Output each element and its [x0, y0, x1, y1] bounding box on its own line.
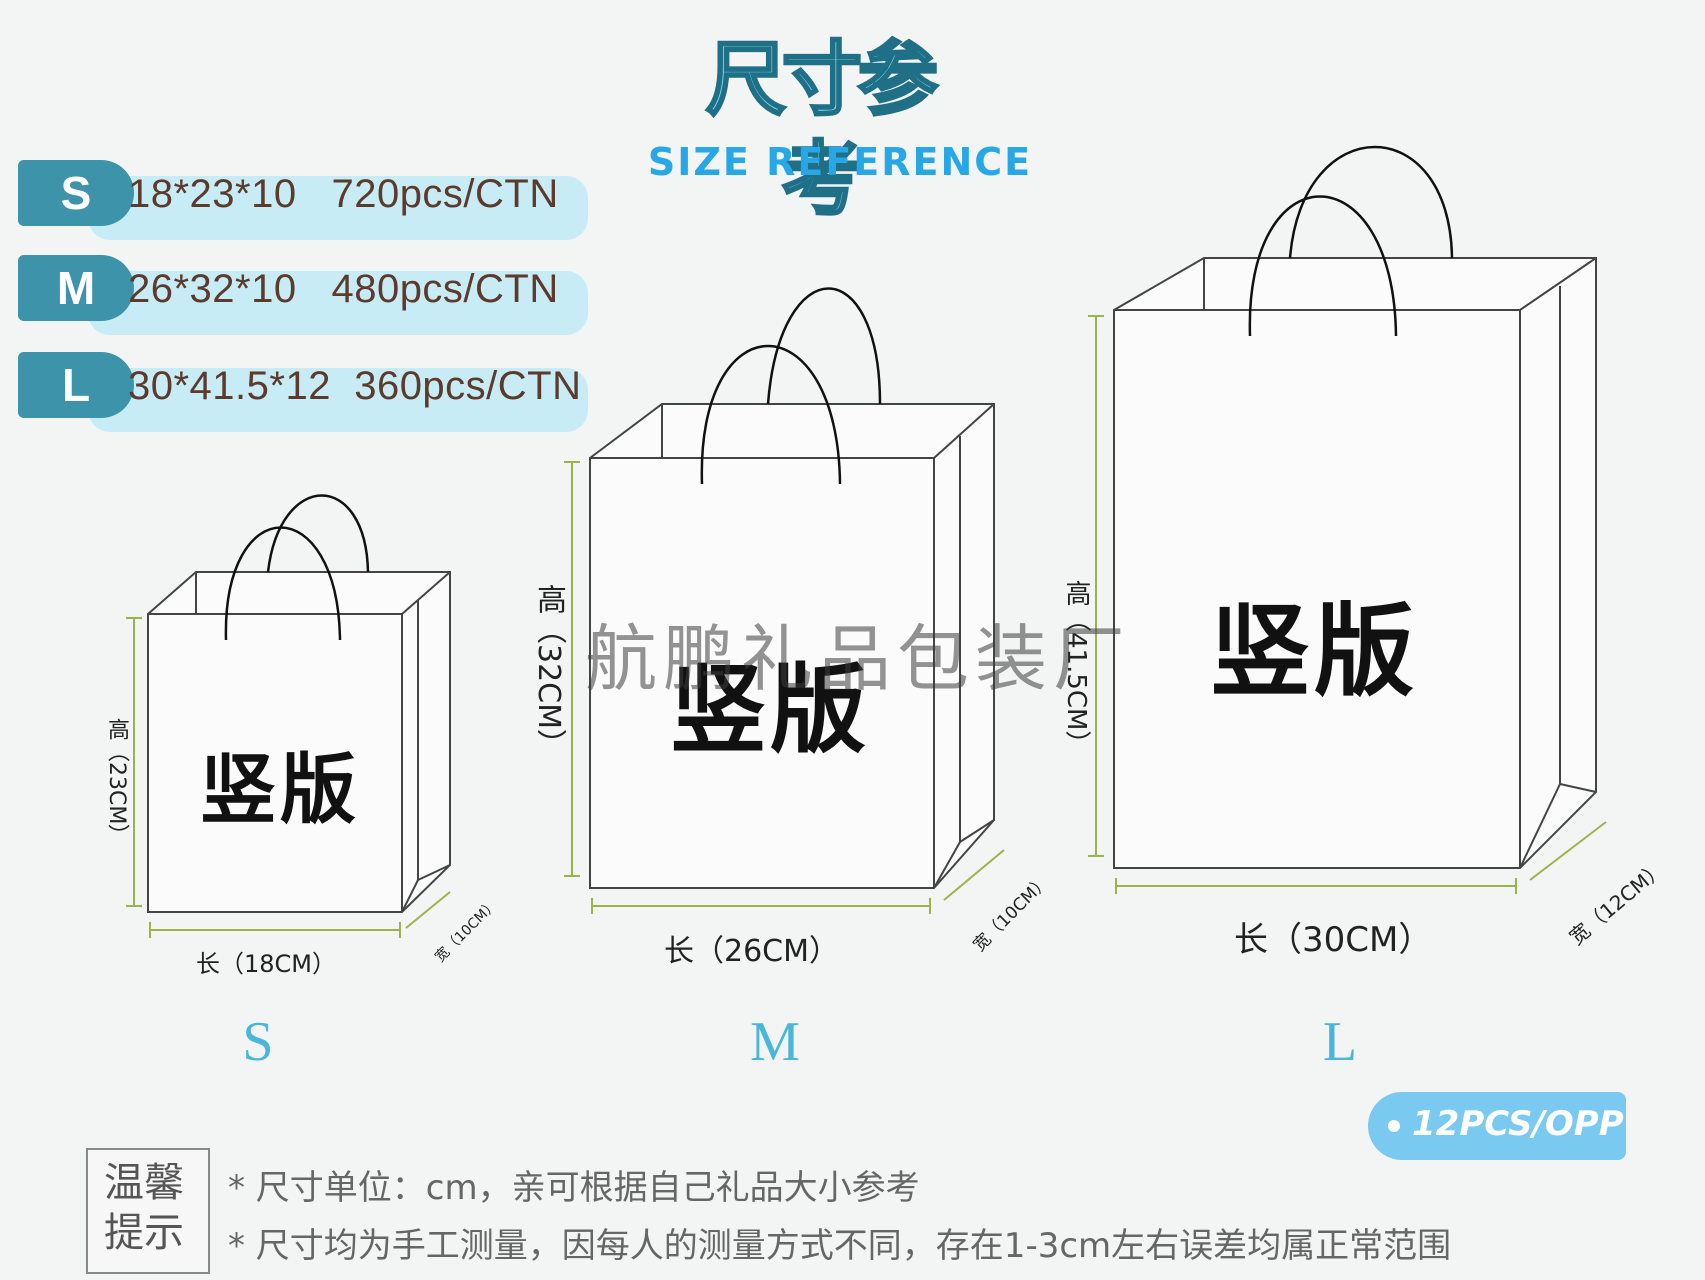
tips-label: 温馨提示 [104, 1160, 184, 1256]
bag-l-length-label: 长（30CM） [1234, 920, 1433, 960]
tips-label-box: 温馨提示 [86, 1148, 210, 1274]
bag-m-dimensions [564, 461, 1005, 914]
title-english: SIZE REFERENCE [647, 140, 1033, 184]
bag-l-dimensions [1088, 315, 1607, 894]
bullet-dot-icon [1388, 1120, 1400, 1132]
size-row-l: L 30*41.5*12 360pcs/CTN [18, 352, 598, 432]
size-pill [88, 176, 588, 240]
size-tag: S [18, 160, 134, 226]
packing-text: 12PCS/OPP [1412, 1104, 1624, 1144]
size-pill [88, 368, 588, 432]
tip-line-1: * 尺寸单位：cm，亲可根据自己礼品大小参考 [228, 1168, 920, 1208]
bag-m-height-label: 高（32CM） [531, 584, 566, 760]
size-spec: 30*41.5*12 360pcs/CTN [128, 364, 582, 408]
tip-line-2: * 尺寸均为手工测量，因每人的测量方式不同，存在1-3cm左右误差均属正常范围 [228, 1226, 1452, 1266]
bag-s-outline [147, 571, 451, 913]
size-tag: M [18, 255, 134, 321]
bag-m-length-label: 长（26CM） [664, 934, 840, 969]
bag-l-height-label: 高（41.5CM） [1061, 580, 1091, 757]
bag-m-size-letter: M [750, 1011, 800, 1073]
size-tag: L [18, 352, 134, 418]
bag-s-handles [224, 494, 370, 641]
bag-s-height-label: 高（23CM） [104, 718, 129, 847]
bag-s-length-label: 长（18CM） [196, 950, 337, 978]
watermark-text: 航鹏礼品包装厂 [585, 617, 1132, 701]
bag-m-outline [589, 403, 995, 889]
bag-s-word: 竖版 [200, 745, 360, 834]
bag-m-word: 竖版 [670, 654, 870, 766]
title-chinese: 尺寸参考 [705, 32, 940, 228]
size-row-s: S 18*23*10 720pcs/CTN [18, 160, 598, 240]
bag-l-word: 竖版 [1210, 593, 1418, 710]
size-spec: 18*23*10 720pcs/CTN [128, 172, 559, 216]
bag-l-handles [1248, 145, 1454, 337]
size-spec: 26*32*10 480pcs/CTN [128, 267, 559, 311]
bag-l-size-letter: L [1322, 1011, 1358, 1073]
bag-m-handles [700, 287, 882, 485]
bag-s-dimensions [126, 617, 451, 938]
packing-badge: 12PCS/OPP [1368, 1092, 1626, 1160]
size-row-m: M 26*32*10 480pcs/CTN [18, 255, 598, 335]
size-pill [88, 271, 588, 335]
bag-l-outline [1113, 257, 1597, 869]
bag-s-size-letter: S [242, 1011, 274, 1073]
